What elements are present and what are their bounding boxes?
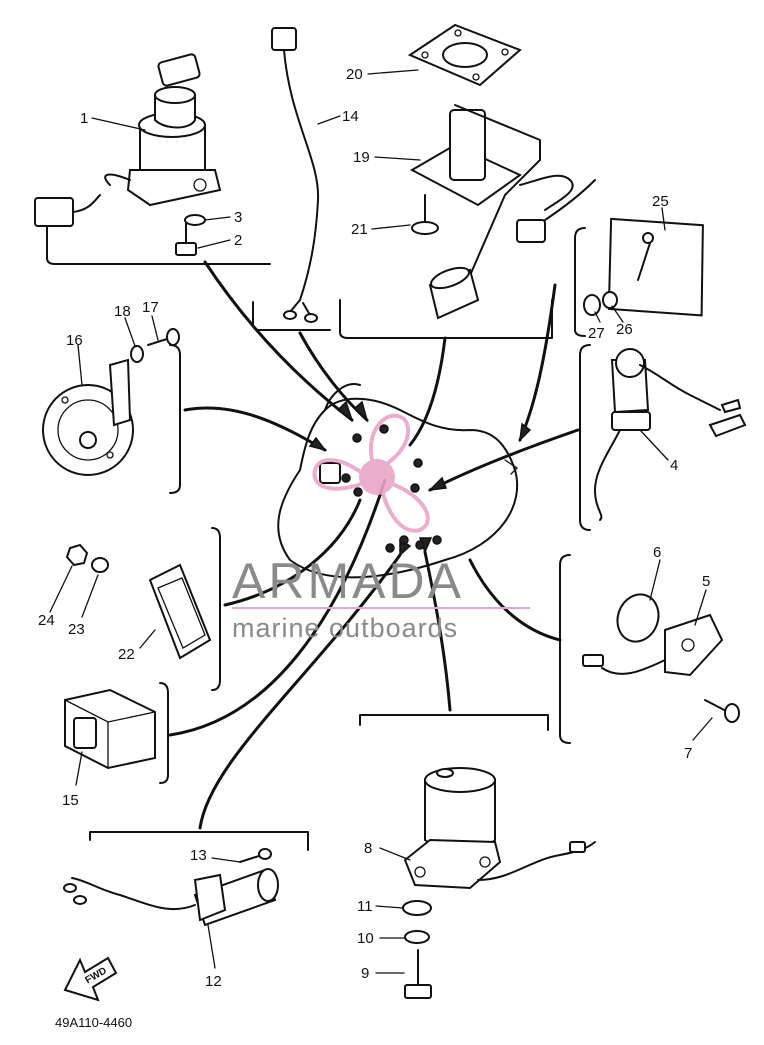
- callout-1: 1: [80, 110, 88, 127]
- central-unit-outline: [277, 383, 519, 579]
- callout-25: 25: [652, 193, 669, 210]
- callout-24: 24: [38, 612, 55, 629]
- starter-motor-part: [403, 767, 596, 890]
- part-code: 49A110-4460: [55, 1015, 132, 1030]
- pulser-part: [582, 613, 724, 677]
- forward-arrow-icon: FWD: [63, 956, 118, 1002]
- gasket-part: [407, 23, 522, 87]
- callout-16: 16: [66, 332, 83, 349]
- callout-10: 10: [357, 930, 374, 947]
- bolt-9-part: [404, 949, 432, 999]
- washer-18-part: [130, 345, 144, 363]
- callout-23: 23: [68, 621, 85, 638]
- callout-15: 15: [62, 792, 79, 809]
- wiring-leads: [168, 260, 580, 830]
- callout-27: 27: [588, 325, 605, 342]
- o-ring-part: [616, 593, 660, 643]
- callout-7: 7: [684, 745, 692, 762]
- terminal-dots: [341, 424, 442, 553]
- callout-13: 13: [190, 847, 207, 864]
- screw-21-part: [411, 194, 439, 235]
- group-brackets: [46, 219, 591, 851]
- callout-labels: 1 2 3 4 5 6 7 8 9 10 11 12 13 14 15 16 1…: [38, 66, 710, 990]
- callout-18: 18: [114, 303, 131, 320]
- main-switch-part: [34, 53, 222, 227]
- callout-26: 26: [616, 321, 633, 338]
- callout-4: 4: [670, 457, 678, 474]
- callout-20: 20: [346, 66, 363, 83]
- callout-22: 22: [118, 646, 135, 663]
- watermark-tagline: marine outboards: [232, 613, 458, 643]
- fuel-sender-part: [409, 104, 596, 320]
- lamp-plate-part: [607, 217, 704, 317]
- bolt-17-part: [147, 328, 180, 346]
- lead-wire-part: [271, 27, 320, 323]
- watermark-logo-icon: [312, 413, 430, 533]
- watermark-brand: ARMADA: [232, 553, 464, 609]
- callout-11: 11: [357, 898, 373, 915]
- screw-7-part: [704, 699, 740, 723]
- washer-26-part: [602, 291, 618, 309]
- solenoid-part: [63, 868, 279, 927]
- callout-3: 3: [234, 209, 242, 226]
- callout-8: 8: [364, 840, 372, 857]
- washer-3-part: [184, 214, 206, 226]
- watermark: ARMADA marine outboards: [232, 413, 530, 643]
- callout-19: 19: [353, 149, 370, 166]
- cover-part: [148, 563, 212, 660]
- nut-24-part: [65, 543, 89, 567]
- leader-lines: [49, 69, 713, 974]
- callout-12: 12: [205, 973, 222, 990]
- bolt-13-part: [239, 848, 272, 863]
- callout-9: 9: [361, 965, 369, 982]
- thermo-switch-part: [594, 348, 747, 521]
- callout-2: 2: [234, 232, 242, 249]
- nut-27-part: [583, 294, 601, 316]
- screw-2-part: [175, 221, 197, 256]
- washer-23-part: [91, 557, 109, 573]
- arrowheads: [308, 400, 532, 557]
- callout-5: 5: [702, 573, 710, 590]
- callout-21: 21: [351, 221, 368, 238]
- callout-6: 6: [653, 544, 661, 561]
- callout-17: 17: [142, 299, 159, 316]
- callout-14: 14: [342, 108, 359, 125]
- washer-11-part: [402, 900, 432, 916]
- washer-10-part: [404, 930, 430, 944]
- relay-box-part: [64, 688, 156, 770]
- horn-part: [42, 358, 134, 476]
